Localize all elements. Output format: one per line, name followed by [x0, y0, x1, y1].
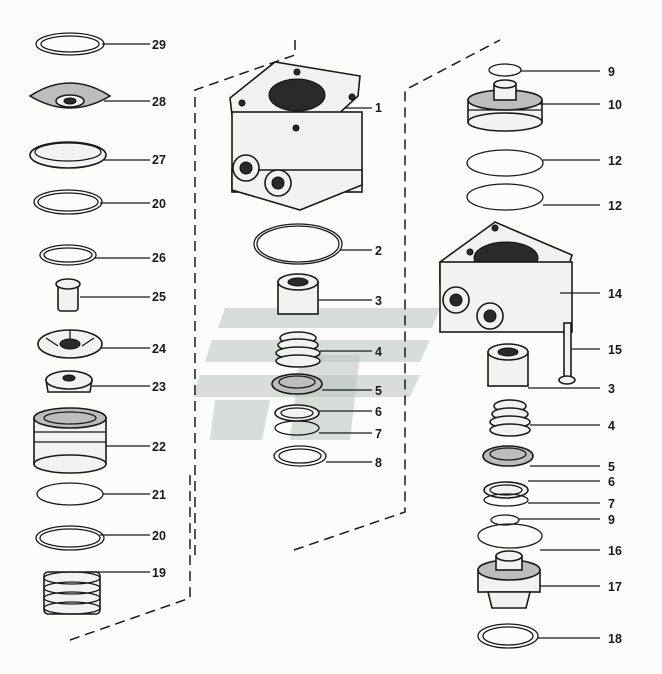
- part-3-sleeve-right: [487, 343, 600, 389]
- callout-6-right: 6: [608, 475, 615, 489]
- part-2-o-ring: [253, 223, 372, 265]
- callout-20-top: 20: [152, 197, 166, 211]
- callout-28: 28: [152, 95, 166, 109]
- callout-23: 23: [152, 380, 166, 394]
- part-18-snap-ring: [477, 623, 600, 649]
- callout-labels: 29 28 27 20 26 25 24 23 22 21 20 19 1 2 …: [152, 38, 622, 646]
- part-23-valve-seat: [45, 370, 150, 393]
- part-15-bolt: [558, 322, 600, 385]
- part-17-plug: [477, 550, 600, 609]
- part-19-spring: [43, 571, 150, 615]
- part-6-washer-right: [483, 480, 600, 499]
- part-14-housing: [439, 221, 600, 333]
- callout-25: 25: [152, 290, 166, 304]
- callout-17: 17: [608, 580, 622, 594]
- part-3-sleeve: [277, 273, 372, 315]
- callout-8: 8: [375, 456, 382, 470]
- part-6-washer: [274, 404, 372, 422]
- part-16-o-ring: [477, 523, 600, 551]
- callout-24: 24: [152, 342, 166, 356]
- callout-6: 6: [375, 405, 382, 419]
- watermark-logo: [193, 308, 440, 440]
- part-4-spring: [275, 331, 372, 368]
- callout-9-bottom: 9: [608, 513, 615, 527]
- part-8-circlip: [273, 445, 372, 467]
- callout-3-right: 3: [608, 382, 615, 396]
- part-26-circlip: [39, 244, 150, 266]
- part-1-housing: [229, 61, 372, 211]
- part-7-ring-right: [483, 493, 600, 507]
- part-25-plunger: [55, 278, 150, 312]
- callout-7: 7: [375, 427, 382, 441]
- callout-14: 14: [608, 287, 622, 301]
- part-12-o-ring-lower: [466, 183, 600, 211]
- group-boundary-lines: [69, 39, 501, 641]
- callout-7-right: 7: [608, 497, 615, 511]
- part-12-o-ring-upper: [466, 149, 600, 177]
- part-29-snap-ring: [35, 32, 150, 56]
- callout-3: 3: [375, 294, 382, 308]
- part-28-dish-cap: [28, 82, 150, 109]
- part-20-retaining-ring-top: [33, 189, 150, 215]
- part-9-small-ring-bottom: [490, 514, 600, 526]
- part-22-piston: [33, 407, 150, 474]
- callout-12-upper: 12: [608, 154, 622, 168]
- part-4-spring-right: [489, 399, 600, 437]
- part-24-spider-plate: [37, 329, 150, 359]
- callout-12-lower: 12: [608, 199, 622, 213]
- part-10-valve-piston: [467, 79, 600, 132]
- part-5-seal: [271, 373, 372, 395]
- part-5-seal-right: [482, 445, 600, 467]
- part-9-small-ring-top: [488, 63, 600, 77]
- callout-21: 21: [152, 488, 166, 502]
- part-21-o-ring: [36, 482, 150, 506]
- callout-20-bottom: 20: [152, 529, 166, 543]
- callout-2: 2: [375, 244, 382, 258]
- callout-29: 29: [152, 38, 166, 52]
- callout-16: 16: [608, 544, 622, 558]
- callout-27: 27: [152, 153, 166, 167]
- callout-4-right: 4: [608, 419, 615, 433]
- callout-26: 26: [152, 251, 166, 265]
- callout-19: 19: [152, 566, 166, 580]
- part-20-retaining-ring-bottom: [35, 525, 150, 551]
- part-27-ring: [29, 141, 150, 169]
- callout-5: 5: [375, 384, 382, 398]
- callout-10: 10: [608, 98, 622, 112]
- callout-22: 22: [152, 440, 166, 454]
- callout-4: 4: [375, 345, 382, 359]
- callout-9-top: 9: [608, 65, 615, 79]
- callout-15: 15: [608, 343, 622, 357]
- callout-18: 18: [608, 632, 622, 646]
- callout-5-right: 5: [608, 460, 615, 474]
- part-7-ring: [274, 420, 372, 436]
- callout-1: 1: [375, 101, 382, 115]
